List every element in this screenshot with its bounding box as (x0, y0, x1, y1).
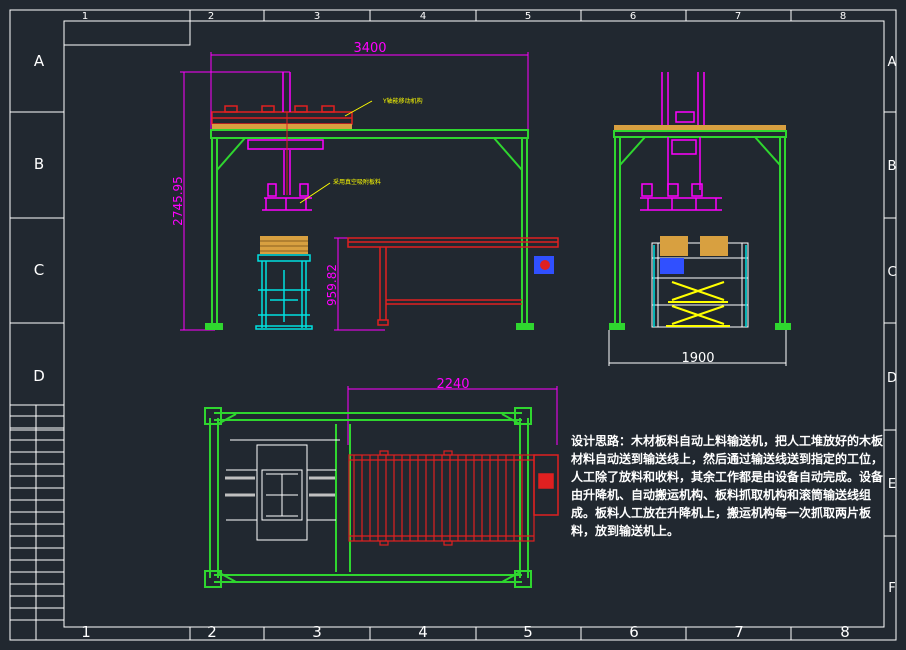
top-conveyor-drive (533, 454, 559, 516)
front-lift-table (255, 254, 313, 330)
row-label-left: C (34, 261, 44, 279)
design-description: 设计思路：木材板料自动上料输送机，把人工堆放好的木板材料自动送到输送线上，然后通… (571, 434, 884, 538)
row-label-right: A (888, 55, 897, 70)
annotation-leaders (299, 100, 373, 204)
top-corner-posts (204, 407, 532, 588)
column-labels-top: 1 2 3 4 5 6 7 8 (82, 11, 846, 22)
drawing-frame (9, 9, 897, 641)
col-label-top: 6 (630, 11, 636, 22)
dimension-3400 (210, 52, 529, 130)
col-label-bottom: 8 (840, 623, 850, 641)
col-label-top: 3 (314, 11, 320, 22)
top-lift-area (226, 439, 340, 541)
annotation-y-axis: Y轴能移动机构 (382, 97, 423, 105)
col-label-top: 5 (525, 11, 531, 22)
outer-border (9, 9, 897, 641)
dimension-1900 (608, 330, 787, 366)
col-label-bottom: 3 (312, 623, 322, 641)
side-frame (609, 136, 791, 330)
front-view: 3400 2745.95 959.82 (171, 41, 559, 331)
top-roller-conveyor (348, 450, 535, 546)
dimension-2240 (347, 386, 558, 445)
col-label-top: 2 (208, 11, 214, 22)
title-block (10, 404, 64, 640)
side-wood-stack (660, 236, 728, 256)
side-cyan-posts (653, 245, 747, 327)
col-label-top: 7 (735, 11, 741, 22)
row-label-right: E (888, 477, 896, 492)
row-label-right: C (887, 265, 896, 280)
column-labels-bottom: 1 2 3 4 5 6 7 8 (81, 623, 850, 641)
front-y-axis-mechanism (211, 105, 353, 129)
front-gantry-frame (205, 129, 534, 330)
row-label-right: B (888, 159, 897, 174)
row-label-right: F (888, 581, 895, 596)
row-label-left: A (34, 52, 45, 70)
corner-box (63, 20, 191, 46)
col-label-bottom: 1 (81, 623, 91, 641)
col-label-top: 4 (420, 11, 426, 22)
row-label-left: B (34, 155, 44, 173)
inner-border (63, 20, 885, 628)
dimension-label-top-width: 2240 (436, 377, 469, 392)
top-frame (209, 412, 529, 583)
top-lift-rails (225, 476, 335, 497)
annotation-suction: 采用真空吸附板料 (333, 178, 381, 186)
side-vertical-columns (640, 72, 722, 211)
row-labels-right: A B C D E F (887, 55, 897, 596)
dimension-label-conveyor-height: 959.82 (325, 264, 339, 306)
dimension-label-front-height: 2745.95 (171, 176, 185, 226)
front-roller-conveyor (347, 237, 559, 326)
top-view: 2240 (204, 377, 559, 588)
dimension-label-side-width: 1900 (681, 351, 714, 366)
row-label-left: D (33, 367, 45, 385)
front-conveyor-motor (534, 256, 554, 274)
col-label-top: 8 (840, 11, 846, 22)
col-label-bottom: 5 (523, 623, 533, 641)
side-lift-motor (660, 258, 684, 274)
col-label-bottom: 6 (629, 623, 639, 641)
col-label-bottom: 4 (418, 623, 428, 641)
row-labels-left: A B C D (33, 52, 45, 385)
col-label-top: 1 (82, 11, 88, 22)
front-wood-stack (260, 236, 308, 254)
front-vertical-columns (247, 72, 324, 211)
col-label-bottom: 2 (207, 623, 217, 641)
col-label-bottom: 7 (734, 623, 744, 641)
side-view: 1900 (608, 72, 791, 366)
dimension-label-front-width: 3400 (353, 41, 386, 56)
column-ticks (189, 10, 792, 640)
row-label-right: D (887, 371, 897, 386)
side-scissor-lift (666, 281, 730, 327)
